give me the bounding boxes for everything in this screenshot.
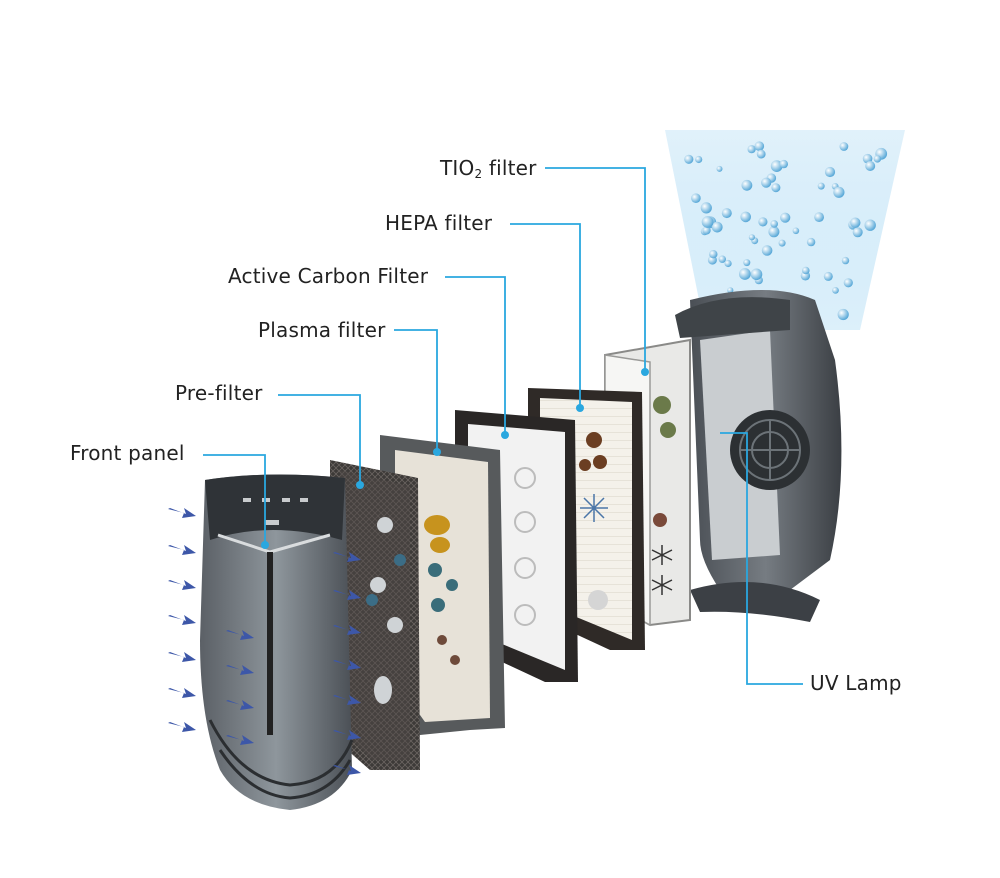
airflow-arrow-icon: [168, 545, 196, 555]
air-bubble: [779, 159, 788, 169]
airflow-arrow-icon: [226, 665, 254, 675]
active-carbon-filter-leader: [445, 276, 506, 435]
uv-lamp-leader: [720, 432, 803, 685]
pre-filter-label: Pre-filter: [175, 381, 263, 405]
air-bubble: [865, 161, 876, 171]
air-bubble: [780, 212, 791, 223]
airflow-arrow-icon: [168, 508, 196, 518]
air-bubble: [740, 211, 751, 223]
air-bubble: [864, 219, 876, 231]
airflow-arrow-icon: [226, 700, 254, 710]
air-bubble: [792, 227, 800, 235]
air-bubble: [724, 259, 732, 268]
air-bubble: [768, 226, 780, 238]
air-bubbles: [684, 141, 888, 324]
air-bubble: [833, 186, 845, 198]
airflow-arrow-icon: [226, 735, 254, 745]
airflow-arrow-icon: [333, 765, 361, 775]
air-bubble: [716, 165, 723, 172]
air-bubble: [839, 142, 849, 151]
tio2-filter-leader: [545, 167, 646, 372]
air-bubble: [761, 177, 772, 188]
air-bubble: [754, 141, 765, 151]
air-bubble: [843, 278, 853, 288]
air-bubble: [823, 271, 833, 281]
clean-air-stream: [665, 130, 905, 330]
air-bubble: [741, 179, 753, 191]
airflow-arrow-icon: [333, 625, 361, 635]
air-bubble: [771, 183, 781, 193]
air-bubble: [806, 237, 816, 247]
airflow-arrow-icon: [226, 630, 254, 640]
air-bubble: [750, 268, 763, 281]
plasma-filter-leader: [394, 329, 438, 452]
airflow-arrow-icon: [333, 660, 361, 670]
pre-filter-panel: [330, 460, 420, 770]
air-bubble: [743, 259, 751, 267]
air-bubble: [852, 227, 863, 238]
active-carbon-filter-label: Active Carbon Filter: [228, 264, 429, 288]
airflow-arrow-icon: [333, 695, 361, 705]
air-bubble: [727, 287, 734, 294]
airflow-arrow-icon: [333, 552, 361, 562]
leader-lines: [203, 167, 803, 685]
main-housing: [675, 290, 842, 622]
air-bubble: [691, 193, 701, 203]
uv-lamp-label: UV Lamp: [810, 671, 902, 695]
air-bubble: [701, 216, 714, 228]
front-panel-cover: [200, 474, 354, 810]
tio2-filter-label: TIO2 filter: [440, 156, 537, 181]
airflow-arrow-icon: [168, 652, 196, 662]
air-bubble: [718, 255, 726, 263]
air-bubble: [817, 182, 825, 190]
air-bubble: [824, 166, 836, 178]
airflow-arrow-icon: [168, 615, 196, 625]
air-bubble: [832, 287, 839, 294]
air-bubble: [700, 202, 712, 214]
plasma-filter-label: Plasma filter: [258, 318, 386, 342]
air-bubble: [721, 208, 732, 219]
pre-filter-leader: [278, 394, 361, 485]
airflow-arrow-icon: [333, 590, 361, 600]
air-bubble: [702, 226, 711, 235]
air-bubble: [770, 220, 778, 228]
air-bubble: [747, 145, 756, 154]
air-bubble: [802, 266, 810, 275]
airflow-arrow-icon: [333, 730, 361, 740]
air-bubble: [684, 154, 694, 164]
airflow-arrow-icon: [168, 580, 196, 590]
air-bubble: [814, 212, 824, 223]
hepa-filter-label: HEPA filter: [385, 211, 493, 235]
airflow-arrows: [168, 508, 361, 775]
air-bubble: [709, 250, 718, 259]
air-bubble: [841, 256, 850, 265]
air-bubble: [778, 239, 786, 247]
front-panel-leader: [203, 454, 266, 545]
leader-dots: [261, 368, 649, 549]
air-bubble: [850, 217, 861, 228]
air-bubble: [695, 155, 703, 164]
air-bubble: [873, 155, 882, 163]
air-bubble: [748, 234, 756, 241]
airflow-arrow-icon: [168, 722, 196, 732]
air-bubble: [711, 221, 723, 233]
hepa-filter-leader: [510, 223, 581, 408]
air-bubble: [837, 308, 849, 321]
airflow-arrow-icon: [168, 688, 196, 698]
front-panel-label: Front panel: [70, 441, 185, 465]
air-bubble: [761, 245, 773, 256]
air-bubble: [758, 217, 768, 227]
air-bubble: [756, 149, 766, 159]
air-bubble: [770, 160, 783, 173]
air-bubble: [739, 268, 751, 280]
